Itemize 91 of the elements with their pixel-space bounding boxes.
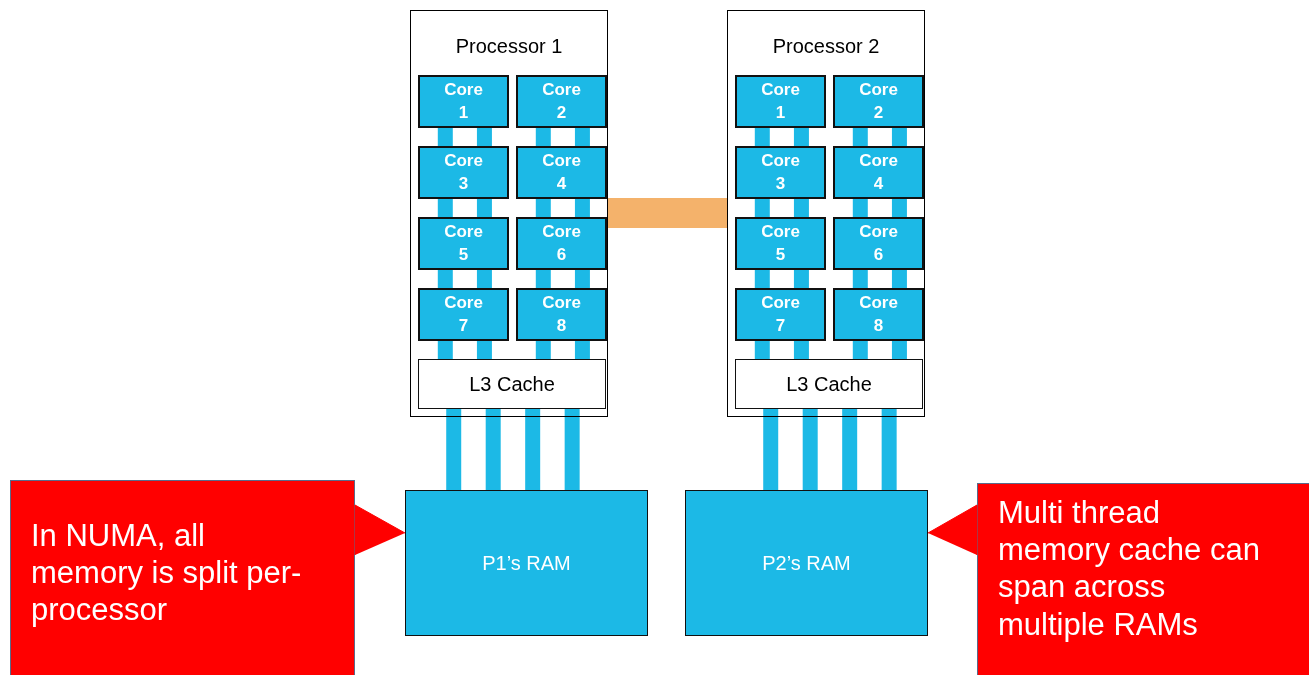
core-box xyxy=(516,288,607,341)
core-box xyxy=(735,75,826,128)
core-box xyxy=(418,217,509,270)
core-label: Core 5 xyxy=(443,220,484,266)
processor-label: Processor 2 xyxy=(771,35,881,58)
ram-box xyxy=(685,490,928,636)
connector-bar xyxy=(574,128,590,146)
connector-bar xyxy=(793,199,809,217)
cache-box xyxy=(735,359,923,409)
core-label: Core 6 xyxy=(858,220,899,266)
ram-label: P1’s RAM xyxy=(482,551,571,575)
core-label: Core 3 xyxy=(443,149,484,195)
connector-bar xyxy=(446,409,462,490)
connector-bar xyxy=(535,270,551,288)
callout-pointer xyxy=(354,504,406,556)
core-label: Core 2 xyxy=(858,78,899,124)
core-label: Core 7 xyxy=(760,291,801,337)
core-label: Core 8 xyxy=(541,291,582,337)
connector-bar xyxy=(476,341,492,359)
connector-bar xyxy=(437,128,453,146)
ram-box xyxy=(405,490,648,636)
core-box xyxy=(516,217,607,270)
callout-text: Multi thread memory cache can span across multiple RAMs xyxy=(998,494,1261,643)
processor-box xyxy=(410,10,608,417)
connector-bar xyxy=(437,341,453,359)
processor-label: Processor 1 xyxy=(454,35,564,58)
core-label: Core 4 xyxy=(858,149,899,195)
connector-bar xyxy=(852,270,868,288)
core-label: Core 1 xyxy=(443,78,484,124)
connector-bar xyxy=(793,341,809,359)
core-box xyxy=(516,75,607,128)
connector-bar xyxy=(793,270,809,288)
connector-bar xyxy=(476,199,492,217)
connector-bar xyxy=(754,128,770,146)
connector-bar xyxy=(476,128,492,146)
connector-bar xyxy=(842,409,858,490)
connector-bar xyxy=(754,341,770,359)
callout-text: In NUMA, all memory is split per-processor xyxy=(31,517,303,629)
cache-label: L3 Cache xyxy=(469,372,555,396)
core-box xyxy=(418,288,509,341)
connector-bar xyxy=(891,199,907,217)
core-label: Core 3 xyxy=(760,149,801,195)
connector-bar xyxy=(763,409,779,490)
connector-bar xyxy=(891,128,907,146)
core-label: Core 1 xyxy=(760,78,801,124)
core-box xyxy=(418,146,509,199)
callout-pointer xyxy=(927,504,978,556)
connector-bar xyxy=(535,199,551,217)
connector-bar xyxy=(891,341,907,359)
connector-bar xyxy=(852,199,868,217)
interconnect-bar xyxy=(608,198,727,228)
callout-box xyxy=(10,480,355,675)
core-box xyxy=(735,146,826,199)
connector-bar xyxy=(852,128,868,146)
core-box xyxy=(833,288,924,341)
connector-bar xyxy=(535,341,551,359)
connector-bar xyxy=(574,270,590,288)
connector-bar xyxy=(574,199,590,217)
core-label: Core 6 xyxy=(541,220,582,266)
ram-label: P2’s RAM xyxy=(762,551,851,575)
connector-bar xyxy=(881,409,897,490)
core-box xyxy=(735,288,826,341)
connector-bar xyxy=(437,199,453,217)
connector-bar xyxy=(852,341,868,359)
connector-bar xyxy=(754,270,770,288)
connector-bar xyxy=(525,409,541,490)
connector-bar xyxy=(802,409,818,490)
core-box xyxy=(516,146,607,199)
cache-box xyxy=(418,359,606,409)
connector-bar xyxy=(564,409,580,490)
callout-box xyxy=(977,483,1309,675)
core-box xyxy=(833,146,924,199)
connector-bar xyxy=(574,341,590,359)
connector-bar xyxy=(754,199,770,217)
connector-bar xyxy=(476,270,492,288)
core-label: Core 4 xyxy=(541,149,582,195)
cache-label: L3 Cache xyxy=(786,372,872,396)
connector-bar xyxy=(891,270,907,288)
core-box xyxy=(418,75,509,128)
core-label: Core 5 xyxy=(760,220,801,266)
core-label: Core 8 xyxy=(858,291,899,337)
connector-bar xyxy=(485,409,501,490)
core-box xyxy=(833,217,924,270)
core-label: Core 2 xyxy=(541,78,582,124)
processor-box xyxy=(727,10,925,417)
connector-bar xyxy=(793,128,809,146)
core-box xyxy=(833,75,924,128)
connector-bar xyxy=(535,128,551,146)
connector-bar xyxy=(437,270,453,288)
core-box xyxy=(735,217,826,270)
core-label: Core 7 xyxy=(443,291,484,337)
